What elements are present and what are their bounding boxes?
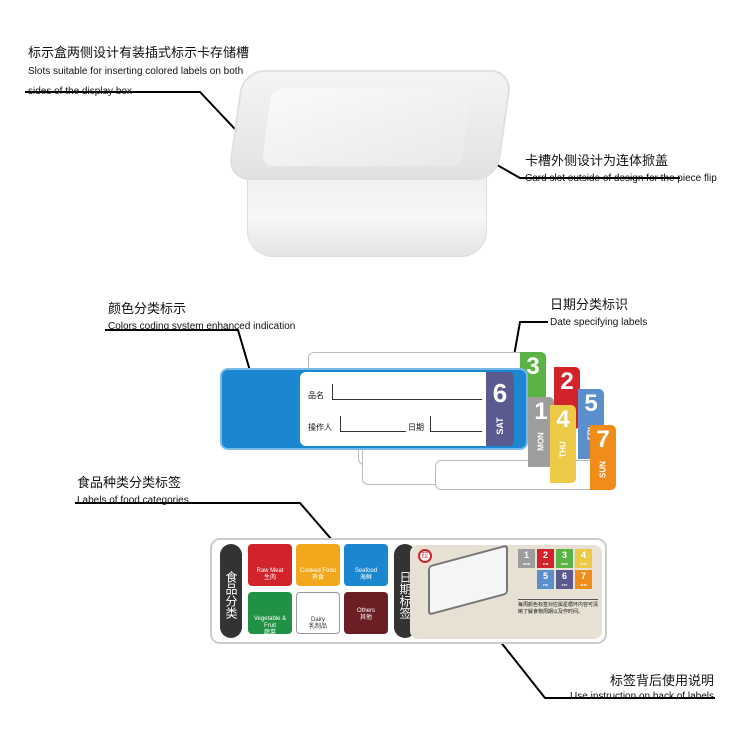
callout-slots: 标示盒两侧设计有装插式标示卡存储槽 Slots suitable for ins… (28, 42, 249, 99)
day-name: SAT (495, 417, 505, 435)
callout-food: 食品种类分类标签 Labels of food categories (77, 472, 189, 508)
callout-slots-en: Slots suitable for inserting colored lab… (28, 66, 244, 77)
callout-usage-cn: 标签背后使用说明 (609, 673, 714, 688)
callout-flip: 卡槽外侧设计为连体掀盖 Card slot outside of design … (525, 150, 717, 186)
operator-field[interactable] (340, 416, 406, 432)
box-diagram (428, 544, 508, 616)
callout-food-cn: 食品种类分类标签 (77, 475, 182, 490)
date-field[interactable] (430, 416, 482, 432)
callout-colors-en: Colors coding system enhanced indication (108, 321, 296, 332)
callout-slots-cn: 标示盒两侧设计有装插式标示卡存储槽 (28, 45, 250, 60)
operator-label: 操作人 (308, 423, 332, 432)
day-badge-sat: 6 SAT (486, 372, 514, 446)
food-title-pill: 食品分类 (220, 544, 242, 638)
callout-usage: 标签背后使用说明 Use instruction on back of labe… (570, 670, 714, 704)
callout-flip-cn: 卡槽外侧设计为连体掀盖 (525, 153, 669, 168)
callout-slots-en-2: sides of the display box (28, 86, 132, 97)
callout-date-cn: 日期分类标识 (550, 297, 629, 312)
label-form: 品名 操作人 日期 (300, 372, 492, 446)
callout-flip-en: Card slot outside of design for the piec… (525, 173, 717, 184)
instruction-text: 每周颜色标签对应属星循环内容可清晰了解食物周期以及作时间。 (518, 599, 598, 616)
day-number: 6 (492, 378, 508, 408)
blue-label-card: 品名 操作人 日期 6 SAT (220, 368, 528, 450)
date-label: 日期 (408, 423, 424, 432)
storage-box-image (225, 62, 515, 262)
name-field[interactable] (332, 384, 482, 400)
callout-colors: 颜色分类标示 Colors coding system enhanced ind… (108, 298, 295, 334)
callout-date: 日期分类标识 Date specifying labels (550, 294, 647, 330)
callout-food-en: Labels of food categories (77, 495, 189, 506)
name-label: 品名 (308, 391, 324, 400)
callout-date-en: Date specifying labels (550, 317, 648, 328)
callout-usage-en: Use instruction on back of labels (570, 691, 714, 702)
label-card-back (435, 460, 605, 490)
callout-colors-cn: 颜色分类标示 (108, 301, 187, 316)
pull-mark: 拉 (418, 549, 432, 563)
